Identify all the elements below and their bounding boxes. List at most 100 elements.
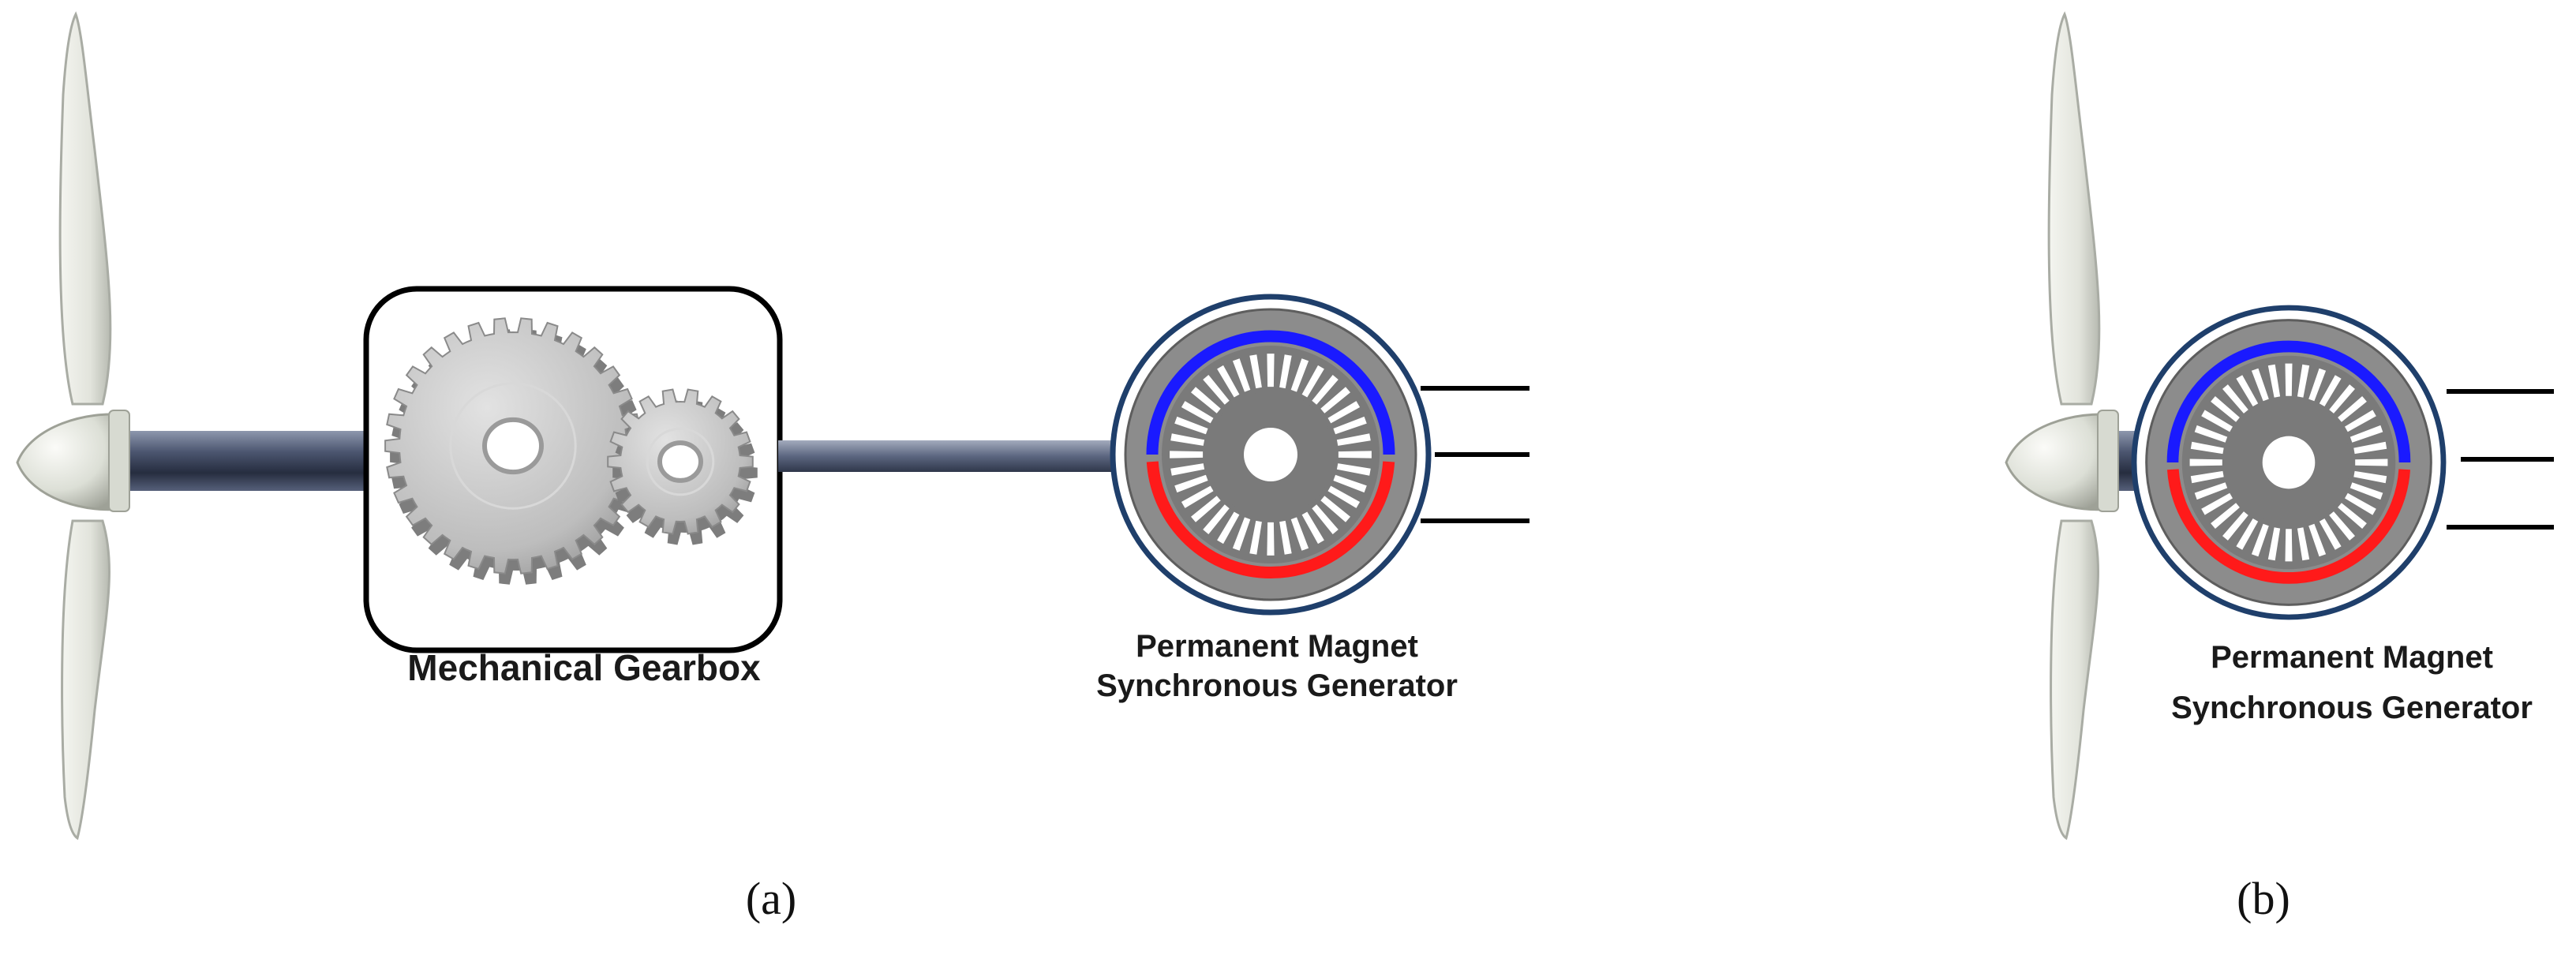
stator-slot: [1170, 463, 1205, 476]
stator-slot: [1170, 433, 1205, 446]
gearbox: Mechanical Gearbox: [363, 286, 783, 688]
stator-slot: [1336, 433, 1371, 446]
stator-slot: [1181, 401, 1214, 424]
turbine-hub-b: [2005, 413, 2117, 511]
stator-slot: [1333, 416, 1367, 435]
stator-slot: [1174, 474, 1208, 493]
stator-slot: [2222, 384, 2248, 414]
stator-slot: [2267, 364, 2281, 398]
generator-label-a-line1: Permanent Magnet: [1136, 629, 1418, 664]
stator-slot: [2201, 492, 2233, 515]
stator-slot: [2189, 459, 2222, 466]
stator-slot: [1267, 522, 1275, 556]
stator-slot: [2353, 470, 2387, 484]
stator-slot: [1279, 354, 1292, 389]
stator-slot: [2308, 523, 2327, 557]
stator-slot: [2297, 527, 2310, 561]
stator-slot: [1312, 375, 1339, 405]
stator-slot: [1320, 496, 1350, 522]
stator-slot: [2308, 368, 2327, 402]
stator-slot: [2349, 425, 2383, 443]
panel-a: Mechanical Gearbox Permanent Magnet Sync…: [16, 11, 1530, 924]
turbine-blade-bottom-b: [2050, 519, 2099, 840]
stator-slot: [1217, 511, 1240, 545]
magnet-south-pole: [2166, 469, 2411, 584]
stator-slot: [2355, 459, 2388, 466]
stator-slot: [2267, 527, 2281, 561]
stator-slot: [1203, 375, 1230, 405]
shaft-bore: [1244, 428, 1297, 481]
generator-a: [1110, 294, 1432, 616]
stator-slot: [1191, 496, 1221, 522]
gear-bore: [482, 417, 544, 475]
stator-slot: [2236, 375, 2259, 406]
stator-slot: [1338, 451, 1372, 459]
stator-slot: [1170, 451, 1204, 459]
stator-slot: [1249, 520, 1262, 555]
stator-slot: [1203, 504, 1230, 534]
high-speed-shaft: [778, 440, 1141, 472]
stator-slot: [2338, 396, 2367, 422]
stator-slot: [2211, 396, 2240, 422]
stator-slot: [1279, 520, 1292, 555]
stator-slot: [1290, 517, 1309, 551]
stator-slot: [1320, 387, 1350, 414]
stator-slot: [2338, 503, 2367, 529]
stator-slot: [2236, 518, 2259, 550]
stator-slot: [2349, 482, 2383, 500]
stator-slot: [2194, 482, 2228, 500]
stator-slot: [2194, 425, 2228, 443]
stator-slot: [1327, 485, 1361, 508]
stator-slot: [1290, 358, 1309, 392]
stator-slot: [2285, 363, 2293, 396]
stator-slot: [1249, 354, 1262, 389]
stator-slot: [2251, 368, 2269, 402]
turbine-blade-top-b: [2047, 11, 2101, 406]
hub-flange-b: [2097, 410, 2119, 512]
stator-slot: [2319, 518, 2342, 550]
stator-slot: [1267, 354, 1275, 387]
main-shaft: [118, 431, 371, 491]
stator-slot: [1301, 365, 1324, 398]
generator-label-a-line2: Synchronous Generator: [1096, 668, 1458, 703]
turbine-blade-top: [58, 11, 112, 406]
stator-slot: [2251, 523, 2269, 557]
stator-slot: [1232, 358, 1251, 392]
stator-slot: [1191, 387, 1221, 414]
gear-hub-ring: [449, 382, 577, 510]
stator-slot: [1336, 463, 1371, 476]
stator-slot: [2345, 492, 2376, 515]
magnet-north-pole: [2166, 340, 2411, 463]
turbine-blade-bottom: [61, 519, 110, 840]
generator-b: [2131, 305, 2447, 620]
generator-label-b-line2: Synchronous Generator: [2171, 691, 2533, 725]
stator-slot: [1232, 517, 1251, 551]
gear-bore: [657, 440, 703, 483]
stator-slot: [2329, 511, 2355, 541]
caption-a: (a): [746, 873, 796, 924]
turbine-hub: [16, 413, 128, 511]
panel-b: Permanent Magnet Synchronous Generator (…: [2005, 11, 2554, 924]
small-gear: [607, 388, 758, 545]
stator-slot: [1301, 511, 1324, 545]
stator-slot: [2297, 364, 2310, 398]
stator-slot: [2201, 410, 2233, 432]
stator-slot: [2222, 511, 2248, 541]
large-gear: [384, 317, 646, 585]
stator-slot: [2345, 410, 2376, 432]
gearbox-label: Mechanical Gearbox: [407, 647, 761, 688]
stator-slot: [1327, 401, 1361, 424]
stator-slot: [2319, 375, 2342, 406]
stator-slot: [2190, 470, 2224, 484]
hub-flange: [108, 410, 130, 512]
stator-slot: [2285, 529, 2293, 562]
stator-slot: [2329, 384, 2355, 414]
stator-slot: [2211, 503, 2240, 529]
caption-b: (b): [2237, 873, 2290, 924]
output-wires-b: [2447, 389, 2554, 530]
shaft-bore: [2262, 436, 2316, 489]
stator-slot: [1181, 485, 1214, 508]
magnet-south-pole: [1146, 461, 1395, 578]
output-wires-a: [1421, 386, 1530, 523]
